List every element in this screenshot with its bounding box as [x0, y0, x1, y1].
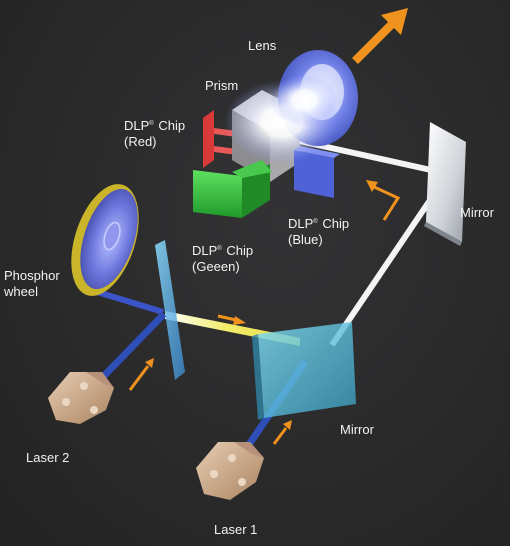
registered-mark: ®: [313, 219, 318, 225]
label-prism: Prism: [205, 78, 239, 93]
dlp-chip-green: [193, 160, 272, 218]
output-arrow: [352, 8, 408, 64]
label-lens: Lens: [248, 38, 277, 53]
registered-mark: ®: [217, 246, 222, 252]
laser-2: [48, 372, 114, 424]
label-dlp-green-chip: Chip: [222, 243, 254, 258]
label-mirror-right: Mirror: [460, 205, 494, 220]
label-dlp-green: DLP® Chip (Geeen): [192, 243, 253, 275]
label-laser-1: Laser 1: [214, 522, 258, 537]
arrow-yellow-beam: [217, 314, 246, 325]
phosphor-wheel: [71, 184, 139, 296]
beam-white-bottom-mirror-to-right-mirror: [329, 176, 448, 347]
label-laser-2: Laser 2: [26, 450, 70, 465]
label-dlp-green-color: (Geeen): [192, 259, 240, 274]
arrow-laser1: [272, 420, 292, 445]
label-mirror-bottom: Mirror: [340, 422, 374, 437]
label-dlp-red-chip: Chip: [154, 118, 186, 133]
label-phosphor-line1: Phosphor: [4, 268, 60, 283]
label-dlp-blue-text: DLP: [288, 216, 314, 231]
bottom-mirror: [252, 322, 356, 420]
label-dlp-red-text: DLP: [124, 118, 150, 133]
laser-1: [196, 442, 264, 500]
label-dlp-blue: DLP® Chip (Blue): [288, 216, 349, 248]
label-dlp-blue-chip: Chip: [318, 216, 350, 231]
dichroic-splitter: [155, 240, 185, 380]
arrow-laser2: [128, 358, 154, 391]
registered-mark: ®: [149, 121, 154, 127]
right-mirror: [424, 122, 466, 246]
arrow-mirror-turn: [366, 180, 401, 221]
beam-laser2: [97, 311, 167, 383]
label-phosphor-wheel: Phosphor wheel: [4, 268, 60, 300]
label-dlp-red: DLP® Chip (Red): [124, 118, 185, 150]
label-dlp-red-color: (Red): [124, 134, 157, 149]
light-glow: [224, 74, 340, 164]
label-dlp-green-text: DLP: [192, 243, 218, 258]
label-phosphor-line2: wheel: [4, 284, 38, 299]
label-dlp-blue-color: (Blue): [288, 232, 323, 247]
